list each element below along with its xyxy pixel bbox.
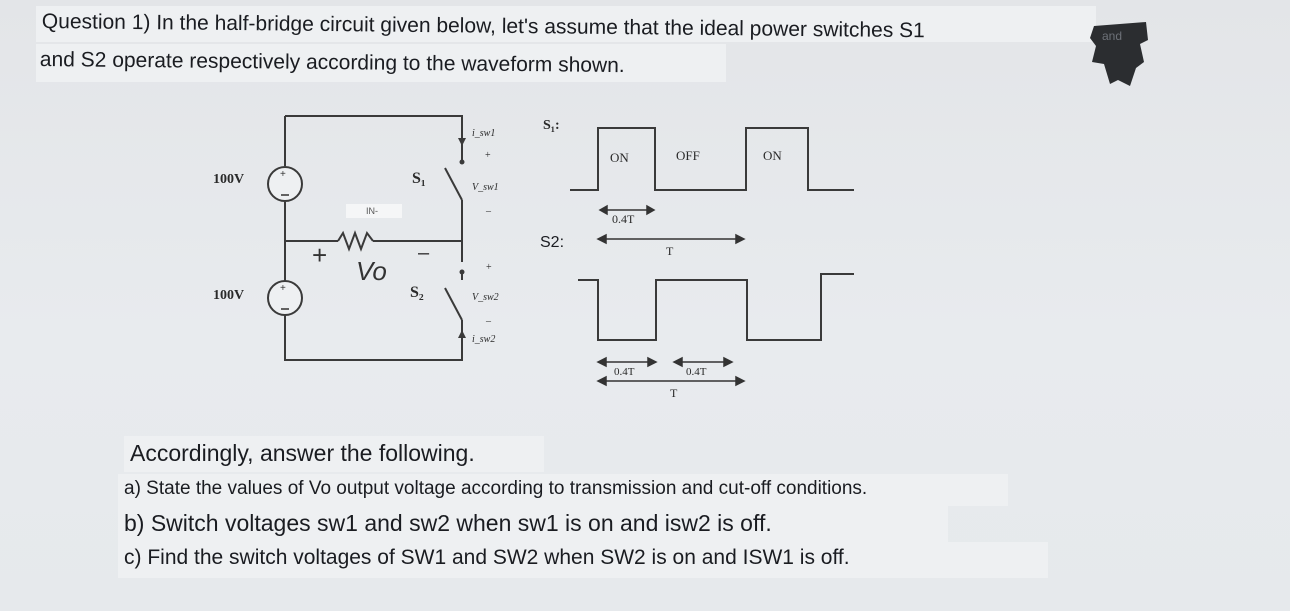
top-period-label: T xyxy=(666,244,674,258)
switch-s1-label: S₁ xyxy=(412,170,426,187)
off-label: OFF xyxy=(676,148,700,163)
handwritten-vo: Vo xyxy=(356,256,387,286)
wire-top xyxy=(285,115,463,150)
wire-bottom xyxy=(284,314,463,361)
vsw2-plus: + xyxy=(486,262,492,273)
on-label-1: ON xyxy=(610,150,629,165)
c-band xyxy=(118,542,1048,578)
b-band xyxy=(118,506,948,542)
bottom-duty-right-label: 0.4T xyxy=(686,366,707,378)
vsw1-minus: – xyxy=(486,206,491,217)
vsw2-label: V_sw2 xyxy=(472,292,499,303)
ink-blot: and xyxy=(1088,18,1150,88)
bottom-duty-left-label: 0.4T xyxy=(614,366,635,378)
answer-a: a) State the values of Vo output voltage… xyxy=(124,478,868,499)
answers-heading: Accordingly, answer the following. xyxy=(130,440,475,466)
handwritten-plus: + xyxy=(312,240,328,270)
bottom-period-label: T xyxy=(670,386,678,400)
line2-band xyxy=(36,44,726,82)
top-duty-label: 0.4T xyxy=(612,212,635,226)
source-bottom-icon xyxy=(267,280,303,316)
vsw1-plus: + xyxy=(485,150,491,161)
s1-waveform xyxy=(570,127,854,191)
vsw1-label: V_sw1 xyxy=(472,182,499,193)
top-dimension-arrows xyxy=(596,204,746,245)
isw1-label: i_sw1 xyxy=(472,128,496,139)
svg-text:+: + xyxy=(280,169,286,180)
a-band xyxy=(118,474,1008,506)
source-top-label: 100V xyxy=(213,172,245,187)
line1-band xyxy=(36,6,1096,42)
s1-waveform-label: S₁: xyxy=(543,118,560,133)
resistor xyxy=(337,230,374,252)
heading-band xyxy=(124,436,544,472)
handwritten-minus: – xyxy=(418,242,430,264)
bottom-dimension-arrows xyxy=(596,356,746,387)
in-label: IN- xyxy=(366,206,378,216)
switch-s1-blade xyxy=(444,167,463,201)
s2-waveform-label: S2: xyxy=(540,234,565,251)
source-top-icon xyxy=(267,166,303,202)
vsw2-minus: – xyxy=(486,316,491,327)
svg-text:+: + xyxy=(280,283,286,294)
answer-b: b) Switch voltages sw1 and sw2 when sw1 … xyxy=(124,510,772,536)
switch-s2-blade xyxy=(444,287,463,321)
source-bottom-label: 100V xyxy=(213,288,245,303)
s2-waveform xyxy=(578,273,854,341)
isw2-label: i_sw2 xyxy=(472,334,496,345)
switch-s2-label: S₂ xyxy=(410,284,424,301)
answer-c: c) Find the switch voltages of SW1 and S… xyxy=(124,546,850,569)
blot-text: and xyxy=(1102,29,1122,43)
on-label-2: ON xyxy=(763,148,782,163)
